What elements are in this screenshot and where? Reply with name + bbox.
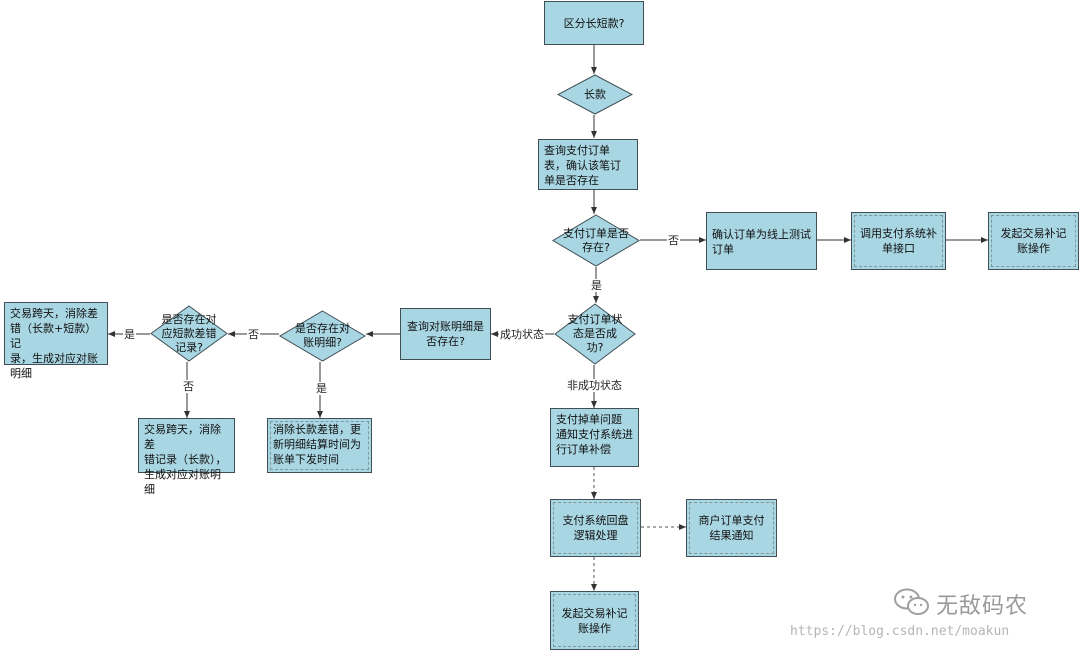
decision-pay-success-text: 支付订单状 态是否成 功? xyxy=(567,313,623,354)
node-confirm-test: 确认订单为线上测试 订单 xyxy=(706,212,817,270)
edge-label-fail: 非成功状态 xyxy=(566,379,623,392)
node-clear-long: 消除长款差错，更 新明细结算时间为 账单下发时间 xyxy=(267,418,372,473)
node-call-repair: 调用支付系统补 单接口 xyxy=(851,212,946,270)
node-initiate-acc-2: 发起交易补记 账操作 xyxy=(550,591,639,650)
watermark-url: https://blog.csdn.net/moakun xyxy=(790,624,1010,639)
wechat-icon xyxy=(892,586,932,622)
edge-label-no-2: 否 xyxy=(247,328,260,341)
node-notify-repair-text: 支付掉单问题 通知支付系统进 行订单补偿 xyxy=(556,413,633,456)
node-merchant-notify-text: 商户订单支付 结果通知 xyxy=(698,514,765,542)
node-call-repair-text: 调用支付系统补 单接口 xyxy=(860,227,937,255)
edge-label-yes-2: 是 xyxy=(123,328,136,341)
decision-order-exists: 支付订单是否 存在? xyxy=(552,214,640,267)
node-callback-text: 支付系统回盘 逻辑处理 xyxy=(562,514,629,542)
edge-label-yes-3: 是 xyxy=(315,382,328,395)
node-cross-day-long: 交易跨天，消除差 错记录（长款）， 生成对应对账明细 xyxy=(138,418,235,496)
decision-long-text: 长款 xyxy=(584,87,606,101)
node-clear-long-text: 消除长款差错，更 新明细结算时间为 账单下发时间 xyxy=(273,423,361,466)
edge-label-no-3: 否 xyxy=(182,380,195,393)
watermark: 无敌码农 xyxy=(892,586,1028,622)
node-merchant-notify: 商户订单支付 结果通知 xyxy=(686,499,777,557)
node-cross-day-long-text: 交易跨天，消除差 错记录（长款）， 生成对应对账明细 xyxy=(144,423,227,496)
decision-detail-exists: 是否存在对 账明细? xyxy=(279,310,366,362)
node-distinguish: 区分长短款? xyxy=(544,1,644,45)
node-query-order-text: 查询支付订单 表，确认该笔订 单是否存在 xyxy=(544,144,621,187)
node-cross-day-both: 交易跨天，消除差 错（长款+短款）记 录，生成对应对账 明细 xyxy=(4,302,108,380)
node-cross-day-both-text: 交易跨天，消除差 错（长款+短款）记 录，生成对应对账 明细 xyxy=(10,307,98,380)
decision-short-diff: 是否存在对 应短款差错 记录? xyxy=(150,305,228,362)
edge-label-yes-1: 是 xyxy=(590,279,603,292)
decision-detail-exists-text: 是否存在对 账明细? xyxy=(295,322,350,349)
node-initiate-acc-2-text: 发起交易补记 账操作 xyxy=(561,606,628,635)
node-confirm-test-text: 确认订单为线上测试 订单 xyxy=(712,228,811,256)
node-query-detail: 查询对账明细是 否存在? xyxy=(400,308,491,360)
node-query-order: 查询支付订单 表，确认该笔订 单是否存在 xyxy=(538,139,638,190)
node-query-detail-text: 查询对账明细是 否存在? xyxy=(407,320,484,348)
node-initiate-acc-1: 发起交易补记 账操作 xyxy=(988,212,1079,270)
node-notify-repair: 支付掉单问题 通知支付系统进 行订单补偿 xyxy=(550,408,639,467)
edge-label-success: 成功状态 xyxy=(499,328,545,341)
decision-pay-success: 支付订单状 态是否成 功? xyxy=(554,303,636,365)
node-callback: 支付系统回盘 逻辑处理 xyxy=(550,499,641,557)
decision-short-diff-text: 是否存在对 应短款差错 记录? xyxy=(161,312,217,354)
watermark-brand: 无敌码农 xyxy=(936,594,1029,619)
node-initiate-acc-1-text: 发起交易补记 账操作 xyxy=(1000,227,1067,255)
edge-label-no-1: 否 xyxy=(667,234,680,247)
node-distinguish-text: 区分长短款? xyxy=(563,16,625,30)
decision-long: 长款 xyxy=(557,74,633,115)
decision-order-exists-text: 支付订单是否 存在? xyxy=(563,226,629,254)
